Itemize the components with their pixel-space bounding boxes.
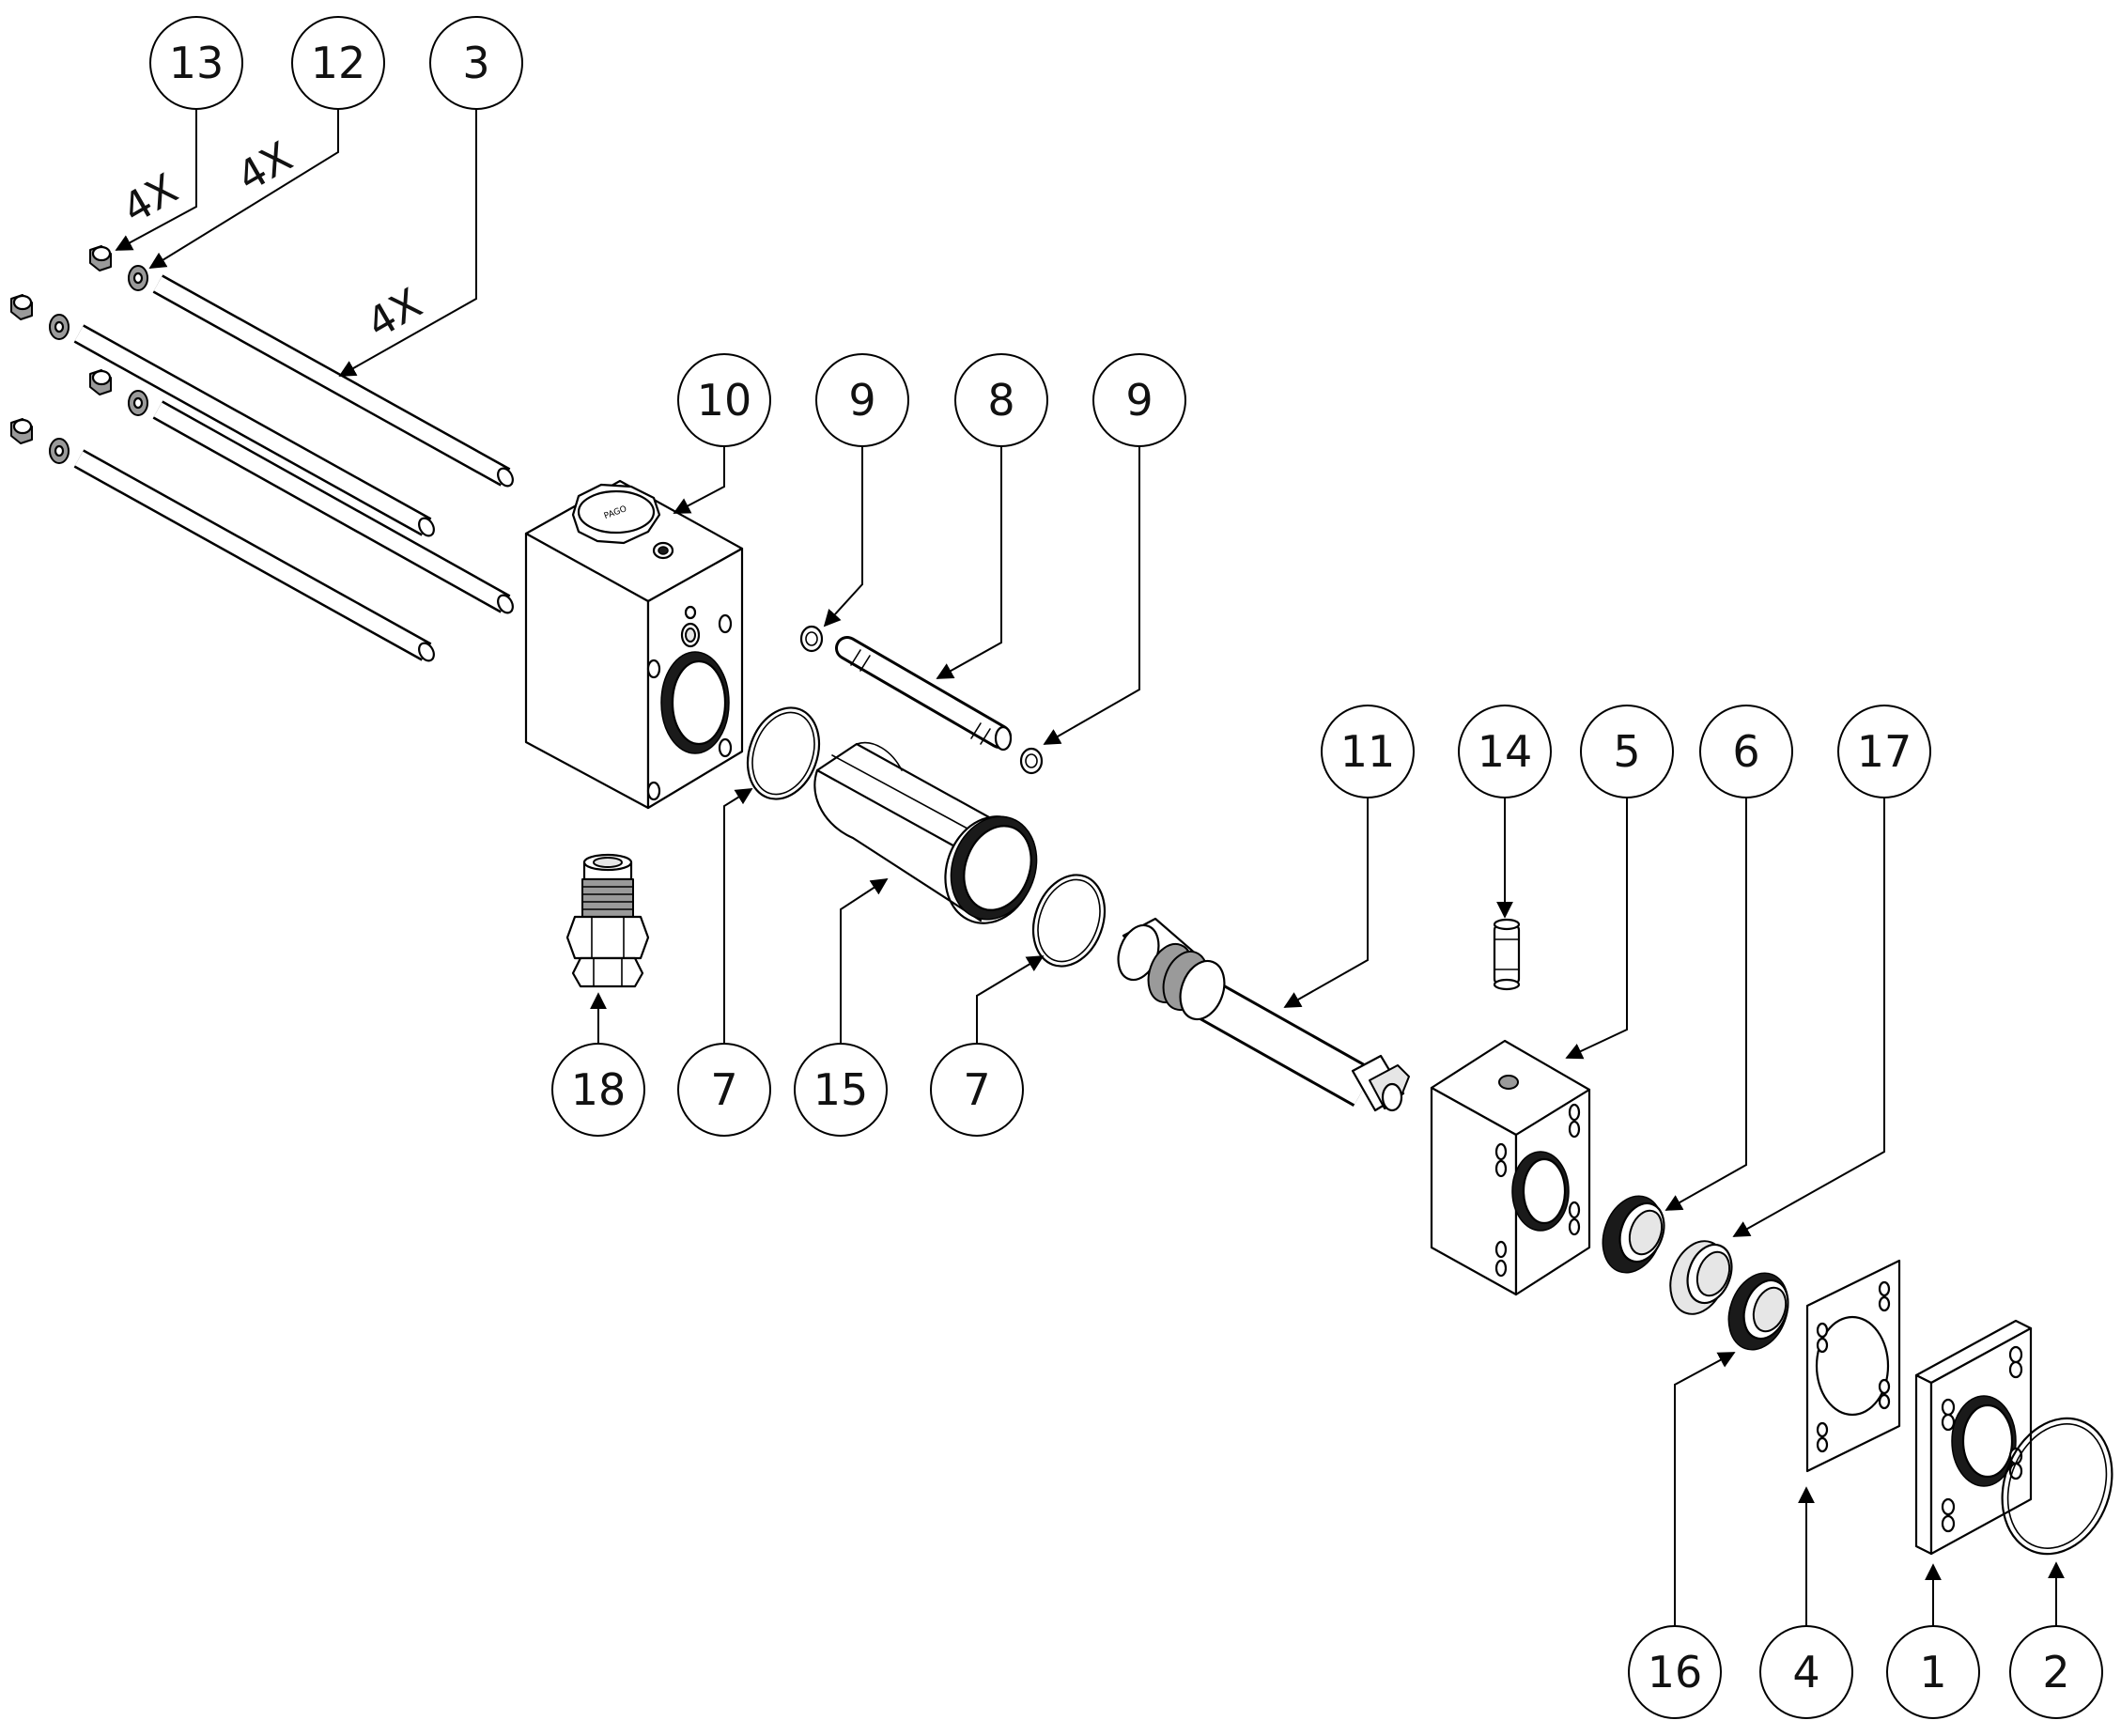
balloon-9-right: 9 bbox=[1092, 353, 1186, 447]
o-ring bbox=[746, 706, 821, 800]
balloon-5: 5 bbox=[1580, 705, 1674, 798]
balloon-9-top: 9 bbox=[815, 353, 909, 447]
leader-lines bbox=[115, 108, 2065, 1635]
small-o-ring bbox=[1019, 747, 1044, 775]
tie-rod bbox=[73, 449, 435, 662]
balloon-6: 6 bbox=[1699, 705, 1793, 798]
svg-text:7: 7 bbox=[710, 1064, 737, 1115]
svg-text:11: 11 bbox=[1340, 726, 1396, 777]
svg-text:1: 1 bbox=[1919, 1647, 1946, 1697]
balloons: 13 12 3 10 9 8 9 11 14 5 6 17 18 7 15 7 … bbox=[149, 16, 2103, 1719]
cylinder-barrel bbox=[813, 741, 1038, 924]
balloon-16: 16 bbox=[1628, 1625, 1722, 1719]
svg-text:10: 10 bbox=[697, 375, 752, 426]
wiper-seal bbox=[1727, 1272, 1789, 1351]
balloon-7-left: 7 bbox=[677, 1043, 771, 1137]
balloon-7-right: 7 bbox=[930, 1043, 1024, 1137]
svg-text:16: 16 bbox=[1648, 1647, 1703, 1697]
rod-seal bbox=[1602, 1195, 1665, 1274]
qty-washer: 4X bbox=[229, 132, 301, 201]
balloon-8: 8 bbox=[954, 353, 1048, 447]
o-ring bbox=[1031, 874, 1107, 968]
balloon-15: 15 bbox=[794, 1043, 888, 1137]
svg-text:4: 4 bbox=[1792, 1647, 1819, 1697]
svg-text:15: 15 bbox=[813, 1064, 869, 1115]
svg-text:13: 13 bbox=[169, 38, 224, 88]
svg-text:17: 17 bbox=[1857, 726, 1912, 777]
bushing bbox=[1669, 1240, 1733, 1315]
balloon-2: 2 bbox=[2009, 1625, 2103, 1719]
qty-nut: 4X bbox=[115, 164, 186, 233]
balloon-18: 18 bbox=[551, 1043, 645, 1137]
end-plate bbox=[1914, 1319, 2033, 1556]
nuts-and-washers bbox=[10, 245, 148, 464]
svg-text:5: 5 bbox=[1613, 726, 1640, 777]
svg-text:9: 9 bbox=[848, 375, 875, 426]
tie-rod bbox=[152, 400, 514, 614]
end-o-ring bbox=[2001, 1417, 2113, 1556]
shear-pin bbox=[1493, 918, 1521, 991]
svg-text:6: 6 bbox=[1732, 726, 1759, 777]
svg-text:2: 2 bbox=[2042, 1647, 2069, 1697]
balloon-3: 3 bbox=[429, 16, 523, 110]
balloon-11: 11 bbox=[1321, 705, 1415, 798]
balloon-4: 4 bbox=[1759, 1625, 1853, 1719]
balloon-12: 12 bbox=[291, 16, 385, 110]
tie-rods bbox=[73, 274, 514, 662]
svg-text:7: 7 bbox=[963, 1064, 990, 1115]
svg-text:12: 12 bbox=[311, 38, 366, 88]
svg-text:18: 18 bbox=[571, 1064, 627, 1115]
svg-text:8: 8 bbox=[987, 375, 1014, 426]
svg-text:3: 3 bbox=[462, 38, 489, 88]
piston-rod bbox=[1117, 917, 1410, 1112]
balloon-17: 17 bbox=[1837, 705, 1931, 798]
svg-text:14: 14 bbox=[1478, 726, 1533, 777]
tie-rod bbox=[152, 274, 514, 488]
transfer-tube bbox=[835, 636, 1013, 752]
head-block: PAGO bbox=[524, 479, 744, 810]
svg-text:9: 9 bbox=[1125, 375, 1153, 426]
hose-fitting bbox=[565, 853, 650, 988]
balloon-1: 1 bbox=[1886, 1625, 1980, 1719]
qty-tie-rod: 4X bbox=[359, 279, 430, 348]
small-o-ring bbox=[799, 625, 824, 653]
balloon-10: 10 bbox=[677, 353, 771, 447]
gasket-plate bbox=[1805, 1259, 1901, 1473]
balloon-14: 14 bbox=[1458, 705, 1552, 798]
gland-block bbox=[1430, 1039, 1591, 1296]
balloon-13: 13 bbox=[149, 16, 243, 110]
tie-rod bbox=[73, 324, 435, 537]
